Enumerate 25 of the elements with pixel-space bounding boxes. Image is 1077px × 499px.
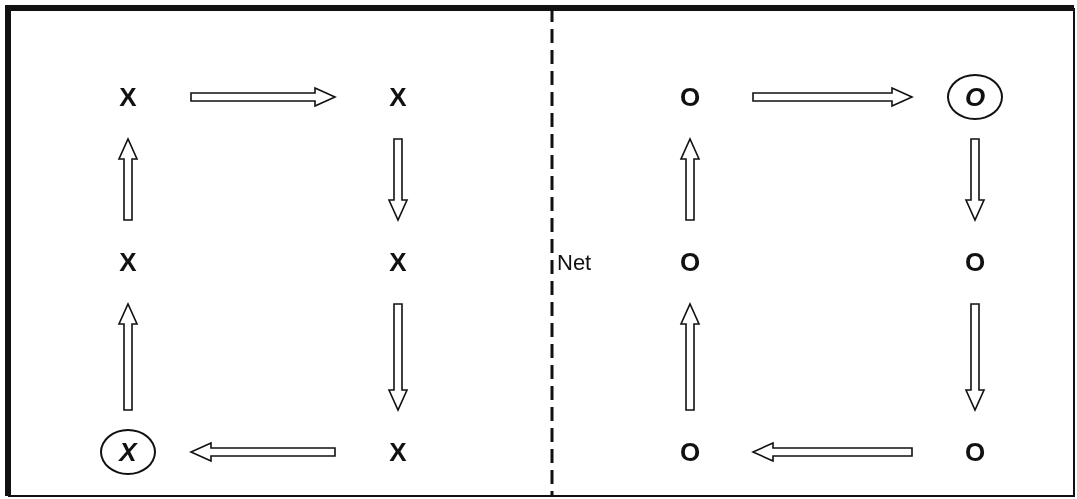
hollow-arrow [189,441,336,463]
hollow-arrow [752,86,914,108]
player-marker: X [119,84,137,110]
player-marker: O [679,84,701,110]
hollow-arrow [190,86,337,108]
player-marker: O [964,439,986,465]
hollow-arrow [387,303,409,412]
circled-player-marker: O [947,74,1003,120]
player-marker: X [119,249,137,275]
hollow-arrow [117,302,139,411]
player-marker: O [679,439,701,465]
hollow-arrow [751,441,913,463]
net-label: Net [557,250,592,276]
player-marker: O [964,249,986,275]
hollow-arrow [387,138,409,222]
hollow-arrow [117,137,139,221]
player-marker: O [679,249,701,275]
hollow-arrow [679,302,701,411]
hollow-arrow [964,138,986,222]
hollow-arrow [679,137,701,221]
player-marker: X [389,249,407,275]
player-marker: X [389,84,407,110]
player-marker: X [389,439,407,465]
hollow-arrow [964,303,986,412]
circled-player-marker: X [100,429,156,475]
